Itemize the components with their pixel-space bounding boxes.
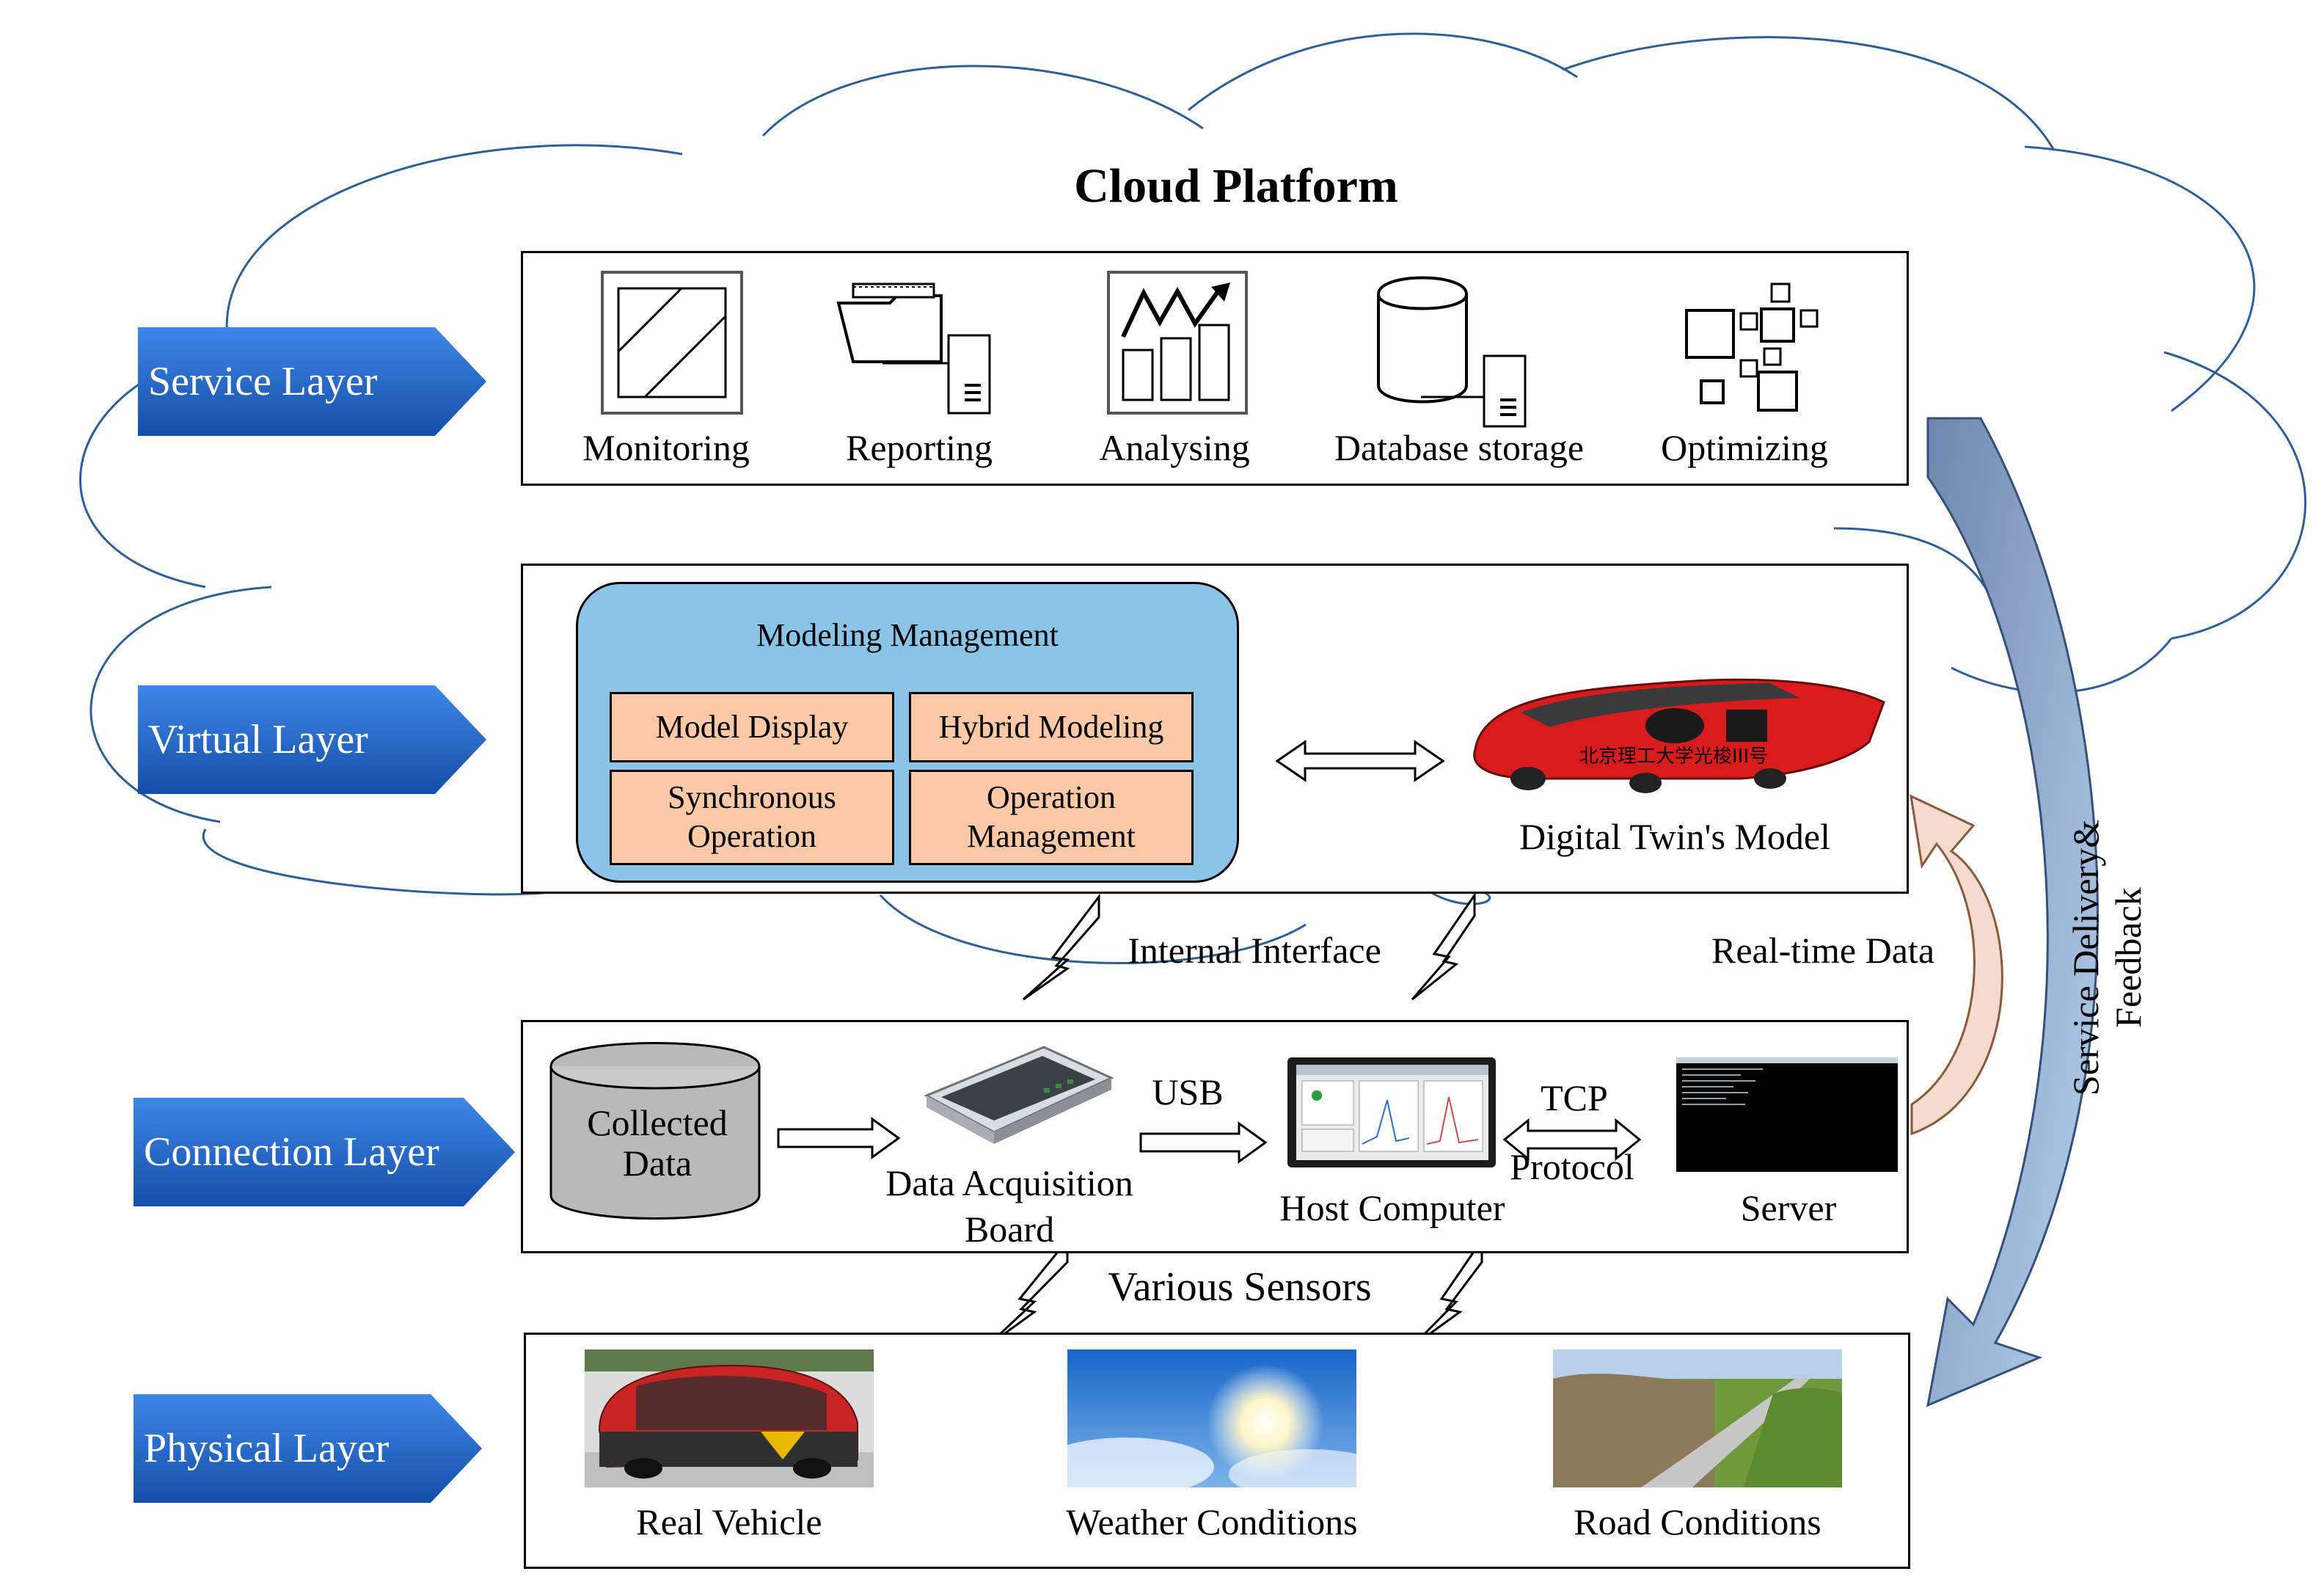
layer-label: Connection Layer [144,1129,439,1175]
host-computer-icon [1287,1057,1496,1167]
internal-interface-label: Internal Interface [1128,930,1381,971]
diagram-title: Cloud Platform [1074,159,1398,213]
service-label-monitoring: Monitoring [582,427,750,468]
synchronous-operation-box: Synchronous Operation [610,770,894,865]
digital-twin-label: Digital Twin's Model [1519,816,1831,857]
layer-label: Service Layer [148,359,378,404]
physical-label-vehicle: Real Vehicle [636,1501,822,1542]
optimizing-icon [1685,283,1819,412]
physical-label-weather: Weather Conditions [1066,1501,1358,1542]
usb-label: USB [1152,1071,1224,1112]
service-feedback-label: Service Delivery& Feedback [2065,819,2149,1096]
realtime-arrow [1910,794,2003,1136]
layer-label: Virtual Layer [148,717,368,762]
daq-board-label: Data Acquisition Board [885,1162,1133,1250]
modeling-management-title: Modeling Management [756,617,1059,653]
hybrid-modeling-box: Hybrid Modeling [909,692,1194,762]
operation-management-box: Operation Management [909,770,1194,865]
virtual-panel: Modeling Management Model Display Hybrid… [521,564,1909,894]
model-display-box: Model Display [610,692,894,762]
service-label-optimizing: Optimizing [1661,427,1828,468]
connection-panel: Collected Data Data Acquisition Board US… [521,1020,1909,1253]
service-label-analysing: Analysing [1099,427,1250,468]
layer-tag-virtual: Virtual Layer [138,685,486,794]
layer-tag-connection: Connection Layer [134,1098,515,1206]
server-label: Server [1740,1187,1837,1228]
car-text: 北京理工大学光梭III号 [1579,746,1768,768]
collected-data-cylinder [549,1042,761,1220]
analysing-icon [1107,271,1248,415]
bidirectional-arrow-icon [1503,1118,1641,1162]
reporting-icon [836,283,991,415]
protocol-label: Protocol [1510,1146,1634,1187]
road-image [1553,1349,1842,1487]
physical-panel: Real Vehicle Weather Conditions [524,1333,1910,1569]
bidirectional-arrow-icon [1276,740,1444,782]
realtime-data-label: Real-time Data [1711,930,1935,971]
monitoring-icon [601,271,743,415]
arrow-right-icon [777,1117,901,1159]
layer-tag-service: Service Layer [138,327,486,436]
host-computer-label: Host Computer [1279,1187,1505,1228]
feedback-arrow [1926,417,2099,1407]
daq-board-icon [924,1046,1114,1144]
lightning-symbols [985,892,1483,1348]
arrow-right-icon [1139,1121,1268,1164]
server-screen-icon [1676,1057,1898,1172]
database-storage-icon [1377,276,1527,428]
layer-label: Physical Layer [144,1426,390,1471]
tcp-label: TCP [1541,1077,1608,1118]
collected-data-label: Collected Data [587,1102,728,1184]
service-panel: Monitoring Reporting Analysing Database … [521,251,1909,486]
service-label-reporting: Reporting [846,427,993,468]
layer-tag-physical: Physical Layer [134,1394,482,1503]
physical-label-road: Road Conditions [1574,1501,1821,1542]
real-vehicle-image [585,1349,874,1487]
digital-twin-car-icon: 北京理工大学光梭III号 [1473,678,1885,793]
weather-image [1067,1349,1356,1487]
various-sensors-label: Various Sensors [1108,1264,1372,1310]
service-label-database: Database storage [1334,427,1585,468]
